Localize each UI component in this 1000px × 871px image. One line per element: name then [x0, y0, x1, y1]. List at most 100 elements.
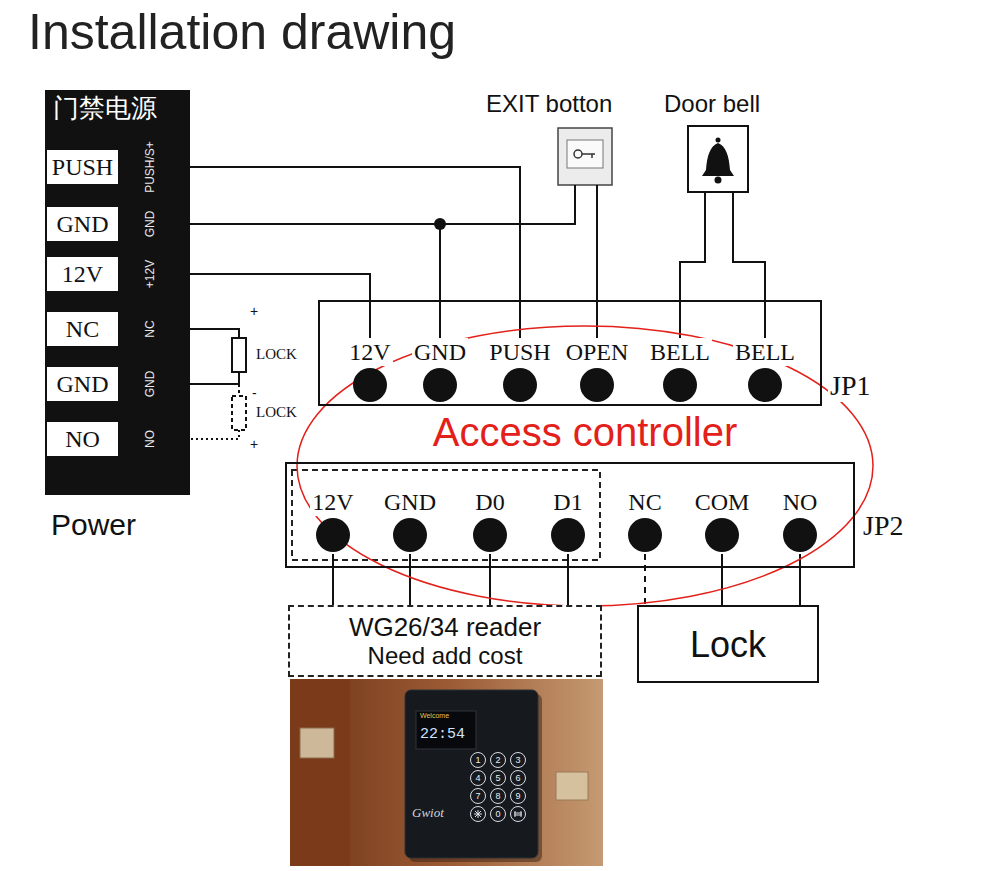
- terminal-pin: NC: [624, 488, 666, 554]
- wall-switch: [556, 772, 588, 800]
- wall-device: Door bell: [664, 90, 799, 192]
- annotation: Welcome: [420, 712, 449, 720]
- terminal-marking: GND: [143, 211, 157, 238]
- bell-symbol: [715, 177, 722, 184]
- key-ring: [511, 771, 526, 786]
- wire: [644, 554, 646, 605]
- terminal-pin: NO: [779, 488, 822, 554]
- wire: [680, 192, 705, 338]
- terminal-pin: D1: [548, 488, 588, 554]
- marking-holder: NO: [120, 420, 180, 458]
- pin-terminal: [549, 516, 587, 554]
- power-terminal: GNDGND: [45, 365, 180, 403]
- wire: [180, 185, 575, 224]
- pin-name: D1: [551, 488, 584, 516]
- reader-device: [405, 690, 538, 858]
- terminal-block: JP112VGNDPUSHOPENBELLBELL: [318, 300, 822, 406]
- pin-name: BELL: [733, 338, 797, 366]
- block-name: JP2: [861, 510, 905, 542]
- terminal-pin: GND: [410, 338, 470, 404]
- controller-ellipse: [297, 326, 873, 606]
- annotation: Gwiot: [412, 805, 444, 821]
- screw-terminal: [628, 518, 662, 552]
- terminal-marking: +12V: [143, 260, 157, 288]
- pin-name: NO: [781, 488, 820, 516]
- terminal-label: PUSH: [45, 148, 120, 186]
- bell-symbol: [716, 138, 721, 143]
- key-digit: 4: [471, 772, 485, 784]
- key-ring: [491, 753, 506, 768]
- pin-name: PUSH: [487, 338, 552, 366]
- key-digit: 8: [491, 790, 505, 802]
- pin-terminal: [626, 516, 664, 554]
- pin-name: GND: [412, 338, 468, 366]
- pin-terminal: [578, 366, 616, 404]
- keypad: [471, 753, 526, 822]
- wire: [332, 554, 334, 605]
- wire: [180, 274, 370, 338]
- terminal-label: 12V: [45, 255, 120, 293]
- terminal-label: NC: [45, 310, 120, 348]
- lock-box: Lock: [637, 605, 819, 683]
- power-terminal: GNDGND: [45, 205, 180, 243]
- key-ring: [491, 789, 506, 804]
- lock-wire: [190, 430, 239, 439]
- power-terminal: NONO: [45, 420, 180, 458]
- key-digit: 1: [471, 754, 485, 766]
- wire: [721, 554, 723, 605]
- pin-terminal: [501, 366, 539, 404]
- power-terminal: PUSHPUSH/S+: [45, 148, 180, 186]
- door-bell-icon: [688, 126, 748, 192]
- pin-terminal: [471, 516, 509, 554]
- key-ring: [471, 753, 486, 768]
- wall-plate: [300, 728, 334, 758]
- pin-terminal: [703, 516, 741, 554]
- key-icon: [574, 150, 582, 158]
- power-supply-panel: 门禁电源PowerPUSHPUSH/S+GNDGND12V+12VNCNCGND…: [45, 90, 190, 495]
- key-ring: [471, 807, 486, 822]
- key-ring: [491, 771, 506, 786]
- wire: [799, 554, 801, 605]
- lock-wire: [190, 329, 239, 338]
- marking-holder: GND: [120, 205, 180, 243]
- wire: [489, 554, 491, 605]
- key-digit: 0: [491, 808, 505, 820]
- terminal-pin: PUSH: [485, 338, 555, 404]
- pin-terminal: [314, 516, 352, 554]
- pin-terminal: [781, 516, 819, 554]
- screw-terminal: [580, 368, 614, 402]
- key-digit: 6: [511, 772, 525, 784]
- key-icon: [582, 154, 595, 158]
- annotation: 22:54: [420, 726, 465, 744]
- exit-button-icon: [558, 128, 612, 185]
- pin-name: GND: [382, 488, 438, 516]
- exit-button-icon: [567, 140, 603, 168]
- pin-terminal: [661, 366, 699, 404]
- lock-wire: [190, 372, 239, 384]
- lock-wire: [238, 384, 240, 396]
- annotation: +: [250, 303, 258, 320]
- pin-name: 12V: [347, 338, 392, 366]
- key-digit: 5: [491, 772, 505, 784]
- key-ring: [491, 807, 506, 822]
- marking-holder: +12V: [120, 255, 180, 293]
- wire: [733, 192, 765, 338]
- terminal-pin: 12V: [345, 338, 395, 404]
- hash-key: [514, 811, 522, 817]
- diagram-title: Installation drawing: [28, 2, 456, 62]
- terminal-pin: GND: [380, 488, 440, 554]
- pin-name: 12V: [310, 488, 355, 516]
- device-label: Door bell: [664, 90, 760, 118]
- screw-terminal: [353, 368, 387, 402]
- terminal-marking: GND: [143, 371, 157, 398]
- screw-terminal: [748, 368, 782, 402]
- box-text: WG26/34 reader: [349, 612, 541, 642]
- marking-holder: PUSH/S+: [120, 148, 180, 186]
- reader-screen: [416, 711, 476, 749]
- power-terminal: NCNC: [45, 310, 180, 348]
- screw-terminal: [473, 518, 507, 552]
- lock-symbol: [232, 338, 246, 372]
- door-frame: [290, 679, 350, 866]
- pin-terminal: [351, 366, 389, 404]
- terminal-pin: D0: [470, 488, 510, 554]
